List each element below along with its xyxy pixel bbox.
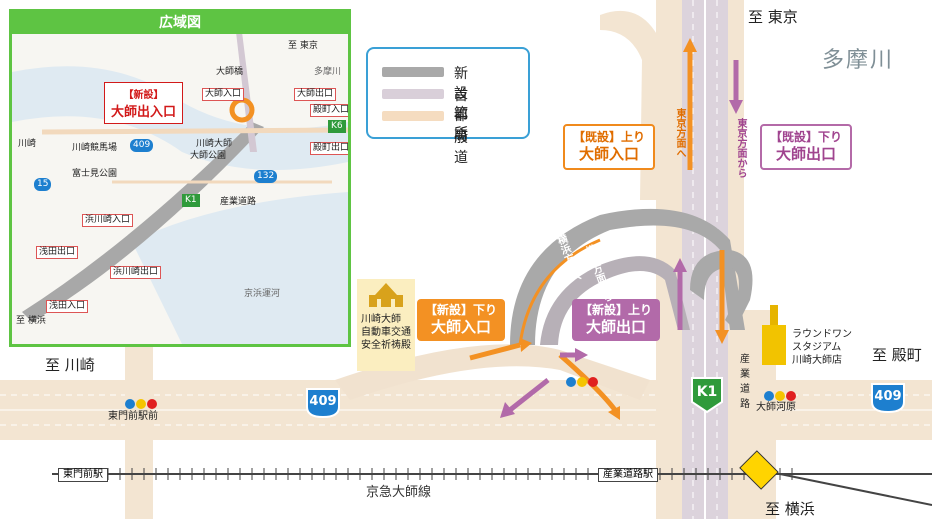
ramp-label-from-tokyo: 東京方面から — [735, 118, 746, 178]
inset-k1-icon: K1 — [182, 194, 200, 207]
inset-label-daishibashi: 大師橋 — [216, 67, 244, 77]
route-409-sign: 409 — [303, 385, 343, 419]
inset-label-asada-in: 浅田入口 — [46, 300, 89, 313]
inset-label-hama-in: 浜川崎入口 — [82, 214, 134, 227]
intersection-higashimonzen: 東門前駅前 — [108, 411, 158, 422]
round1-label: ラウンドワン スタジアム 川崎大師店 — [792, 329, 852, 366]
inset-label-yokohama: 至 横浜 — [16, 316, 46, 326]
direction-tonomachi: 至 殿町 — [872, 346, 922, 364]
new-ramp-inner — [540, 256, 690, 345]
overview-map-inset: 広域図 至 東京 多摩川 大師橋 大師入口 大師出口 殿町入口 殿町出口 【新設… — [9, 9, 351, 347]
inset-new-callout: 【新設】 大師出入口 — [104, 82, 184, 124]
inset-route-15-icon: 15 — [34, 178, 52, 191]
level-crossing-icon — [739, 450, 779, 490]
direction-kawasaki: 至 川崎 — [45, 356, 95, 374]
map-legend: 新設箇所 首都高 一般道 — [366, 47, 530, 166]
railway-label: 京急大師線 — [366, 485, 432, 500]
side-street — [125, 340, 153, 519]
inset-k6-icon: K6 — [328, 120, 346, 133]
traffic-signal-icon — [124, 395, 158, 414]
inset-title: 広域図 — [12, 12, 348, 34]
round1-icon — [762, 305, 786, 365]
k1-sign: K1 — [690, 376, 724, 414]
inset-label-kawasaki: 川崎 — [18, 139, 37, 149]
road-label-sangyo: 産 業 道 路 — [740, 354, 750, 410]
callout-new-up-exit: 【新設】上り 大師出口 — [572, 299, 661, 341]
new-ramp-outer — [510, 208, 745, 345]
shrine-block: 川崎大師 自動車交通 安全祈祷殿 — [357, 279, 415, 371]
traffic-signal-icon — [565, 373, 599, 392]
inset-label-tamagawa: 多摩川 — [314, 67, 342, 77]
station-sangyodoro: 産業道路駅 — [598, 468, 658, 482]
river-label: 多摩川 — [822, 48, 895, 73]
ramp-label-tokyo-bound: 東京方面へ — [674, 108, 685, 158]
callout-existing-up-entrance: 【既設】上り 大師入口 — [563, 124, 656, 170]
inset-label-daishi-station: 川崎大師 — [196, 139, 233, 149]
inset-label-keiba: 川崎競馬場 — [72, 143, 118, 153]
inset-route-409-icon: 409 — [130, 139, 154, 152]
inset-route-132-icon: 132 — [254, 170, 278, 183]
inset-label-tokyo: 至 東京 — [288, 41, 318, 51]
traffic-signal-icon — [763, 387, 797, 406]
intersection-daishigawara: 大師河原 — [756, 402, 796, 413]
callout-new-down-entrance: 【新設】下り 大師入口 — [417, 299, 506, 341]
temple-icon — [369, 283, 403, 307]
station-higashimonzen: 東門前駅 — [58, 468, 108, 482]
callout-existing-down-exit: 【既設】下り 大師出口 — [760, 124, 853, 170]
route-409-sign-east: 409 — [868, 380, 908, 414]
direction-yokohama: 至 横浜 — [765, 500, 815, 518]
shrine-label: 川崎大師 自動車交通 安全祈祷殿 — [361, 314, 411, 351]
inset-label-daishi-out: 大師出口 — [294, 88, 337, 101]
inset-label-fujimi-park: 富士見公園 — [72, 169, 118, 179]
inset-label-tonomachi-out: 殿町出口 — [310, 142, 348, 155]
inset-label-keihin-canal: 京浜運河 — [244, 289, 281, 299]
inset-label-sangyo: 産業道路 — [220, 197, 257, 207]
inset-label-daishi-in: 大師入口 — [202, 88, 245, 101]
inset-label-hama-out: 浜川崎出口 — [110, 266, 162, 279]
inset-label-asada-out: 浅田出口 — [36, 246, 79, 259]
inset-label-tonomachi-in: 殿町入口 — [310, 104, 348, 117]
inset-label-daishi-park: 大師公園 — [190, 151, 227, 161]
direction-tokyo: 至 東京 — [748, 8, 798, 26]
